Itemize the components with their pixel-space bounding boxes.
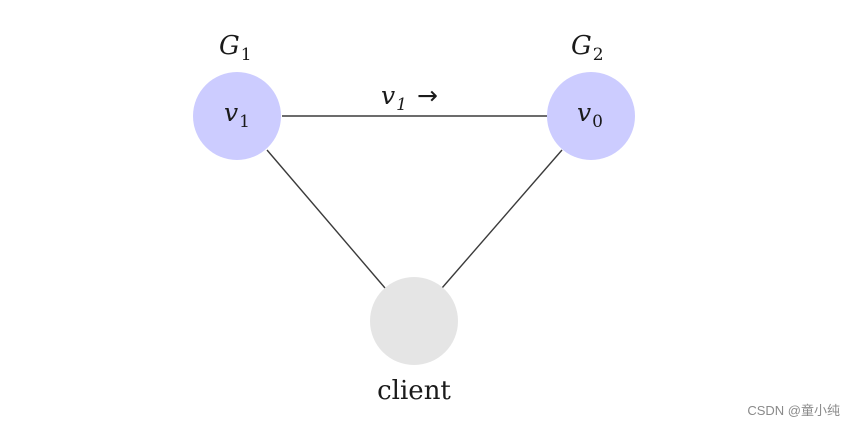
node-client xyxy=(370,277,458,365)
edge-g2-client xyxy=(441,149,563,289)
group-label-g1: G1 xyxy=(219,31,252,65)
node-g2 xyxy=(547,72,635,160)
edge-label: v1→ xyxy=(381,81,438,115)
node-value-g1: v1 xyxy=(224,98,250,132)
watermark: CSDN @童小纯 xyxy=(747,403,840,418)
node-g1 xyxy=(193,72,281,160)
client-label: client xyxy=(377,376,451,406)
group-label-g2: G2 xyxy=(571,31,604,65)
node-value-g2: v0 xyxy=(577,98,603,132)
edge-g1-client xyxy=(266,149,386,289)
